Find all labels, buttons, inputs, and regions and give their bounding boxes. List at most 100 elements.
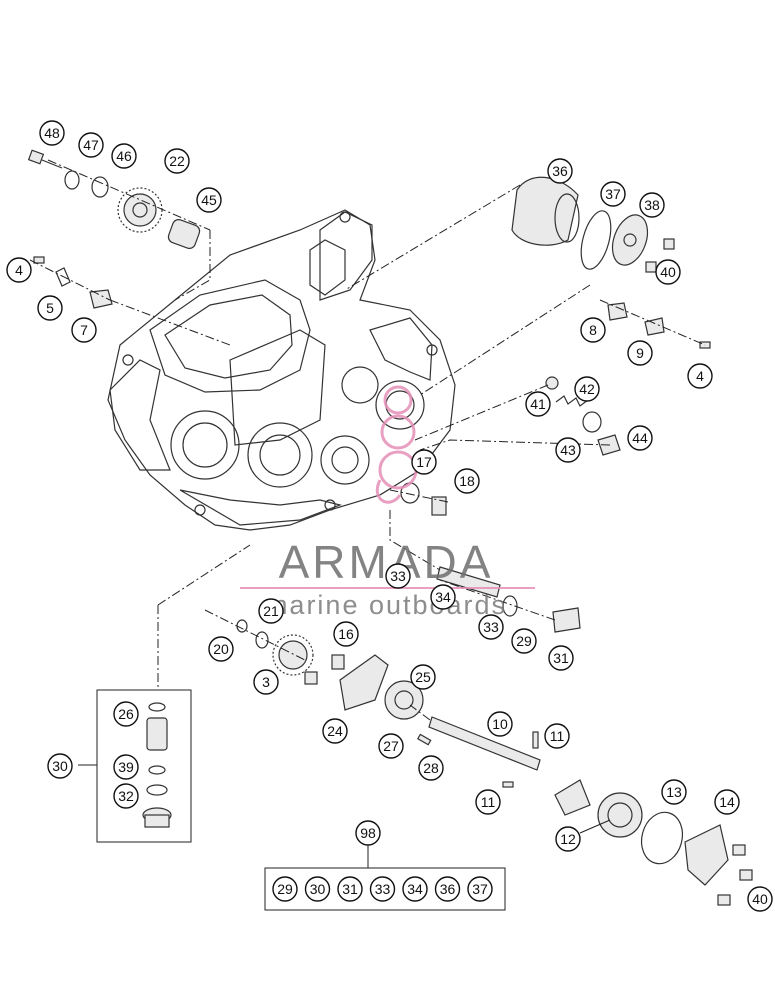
callout-circle — [39, 120, 65, 146]
callout-label: 33 — [483, 619, 499, 635]
callout-circle — [78, 132, 104, 158]
callout-c30: 30 — [47, 753, 73, 779]
callout-circle — [111, 143, 137, 169]
callout-circle — [410, 664, 436, 690]
callout-label: 42 — [579, 381, 595, 397]
callout-circle — [37, 295, 63, 321]
callout-c37: 37 — [600, 181, 626, 207]
callout-c38: 38 — [639, 192, 665, 218]
callout-circle — [378, 733, 404, 759]
callout-c31: 31 — [548, 645, 574, 671]
callout-circle — [113, 783, 139, 809]
callout-circle — [525, 391, 551, 417]
callout-c34: 34 — [430, 584, 456, 610]
callout-c47: 47 — [78, 132, 104, 158]
callout-circle — [253, 669, 279, 695]
callout-label: 48 — [44, 125, 60, 141]
callout-c24: 24 — [322, 718, 348, 744]
kit-item-label: 29 — [277, 881, 293, 897]
callout-label: 11 — [550, 728, 565, 744]
callout-label: 10 — [492, 716, 508, 732]
callout-label: 13 — [666, 784, 682, 800]
callout-label: 16 — [338, 626, 354, 642]
callout-label: 32 — [118, 788, 134, 804]
callout-c3: 3 — [253, 669, 279, 695]
callout-label: 36 — [552, 163, 568, 179]
callout-c41: 41 — [525, 391, 551, 417]
callout-label: 22 — [169, 153, 185, 169]
callout-circle — [454, 468, 480, 494]
callout-circle — [478, 614, 504, 640]
callout-label: 37 — [605, 186, 621, 202]
callout-c32: 32 — [113, 783, 139, 809]
callout-circle — [627, 340, 653, 366]
callout-label: 40 — [660, 264, 676, 280]
callout-label: 12 — [560, 831, 576, 847]
kit-box — [264, 867, 506, 911]
callout-circle — [208, 636, 234, 662]
callout-label: 47 — [83, 137, 99, 153]
kit-item-circle — [402, 876, 428, 902]
callout-circle — [555, 437, 581, 463]
callout-c33b: 33 — [478, 614, 504, 640]
callout-circle — [714, 789, 740, 815]
callout-circle — [655, 259, 681, 285]
callout-label: 7 — [80, 322, 88, 338]
callout-c45: 45 — [196, 187, 222, 213]
callout-c39: 39 — [113, 754, 139, 780]
callout-label: 11 — [481, 794, 496, 810]
callout-c98: 98 — [355, 820, 381, 846]
callout-c46: 46 — [111, 143, 137, 169]
callout-label: 43 — [560, 442, 576, 458]
kit-item-label: 30 — [310, 881, 326, 897]
callout-label: 34 — [435, 589, 451, 605]
callout-c14: 14 — [714, 789, 740, 815]
callout-label: 5 — [46, 300, 54, 316]
callout-label: 18 — [459, 473, 475, 489]
callout-circle — [627, 425, 653, 451]
callout-label: 28 — [423, 760, 439, 776]
callout-label: 24 — [327, 723, 343, 739]
callout-circle — [164, 148, 190, 174]
callout-label: 27 — [383, 738, 399, 754]
kit-item: 31 — [337, 876, 363, 902]
callout-circle — [418, 755, 444, 781]
callout-label: 38 — [644, 197, 660, 213]
callout-c17: 17 — [411, 449, 437, 475]
callout-label: 4 — [696, 368, 704, 384]
callout-circle — [747, 886, 773, 912]
kit-item: 34 — [402, 876, 428, 902]
callout-circle — [511, 628, 537, 654]
kit-item-label: 36 — [440, 881, 456, 897]
callout-c12: 12 — [555, 826, 581, 852]
callout-c4b: 4 — [687, 363, 713, 389]
kit-item-label: 33 — [375, 881, 391, 897]
callout-label: 41 — [530, 396, 546, 412]
callout-label: 45 — [201, 192, 217, 208]
callout-label: 17 — [416, 454, 432, 470]
parts-illustrations — [27, 149, 753, 906]
callout-circle — [385, 563, 411, 589]
callout-c7: 7 — [71, 317, 97, 343]
callout-label: 31 — [553, 650, 569, 666]
callout-c29: 29 — [511, 628, 537, 654]
callout-circle — [113, 701, 139, 727]
callout-circle — [355, 820, 381, 846]
watermark-subtitle: marine outboards — [265, 590, 507, 620]
callout-circle — [475, 789, 501, 815]
kit-item: 30 — [304, 876, 331, 902]
callout-label: 20 — [213, 641, 229, 657]
callout-label: 30 — [52, 758, 68, 774]
callout-label: 98 — [360, 825, 376, 841]
callout-c11b: 11 — [475, 789, 501, 815]
callout-circle — [548, 645, 574, 671]
kit-item-circle — [467, 876, 493, 902]
callout-label: 40 — [752, 891, 768, 907]
callout-circle — [411, 449, 437, 475]
callout-c13: 13 — [661, 779, 687, 805]
callout-circle — [71, 317, 97, 343]
kit-item-label: 34 — [407, 881, 423, 897]
callout-leader-12 — [579, 819, 611, 834]
